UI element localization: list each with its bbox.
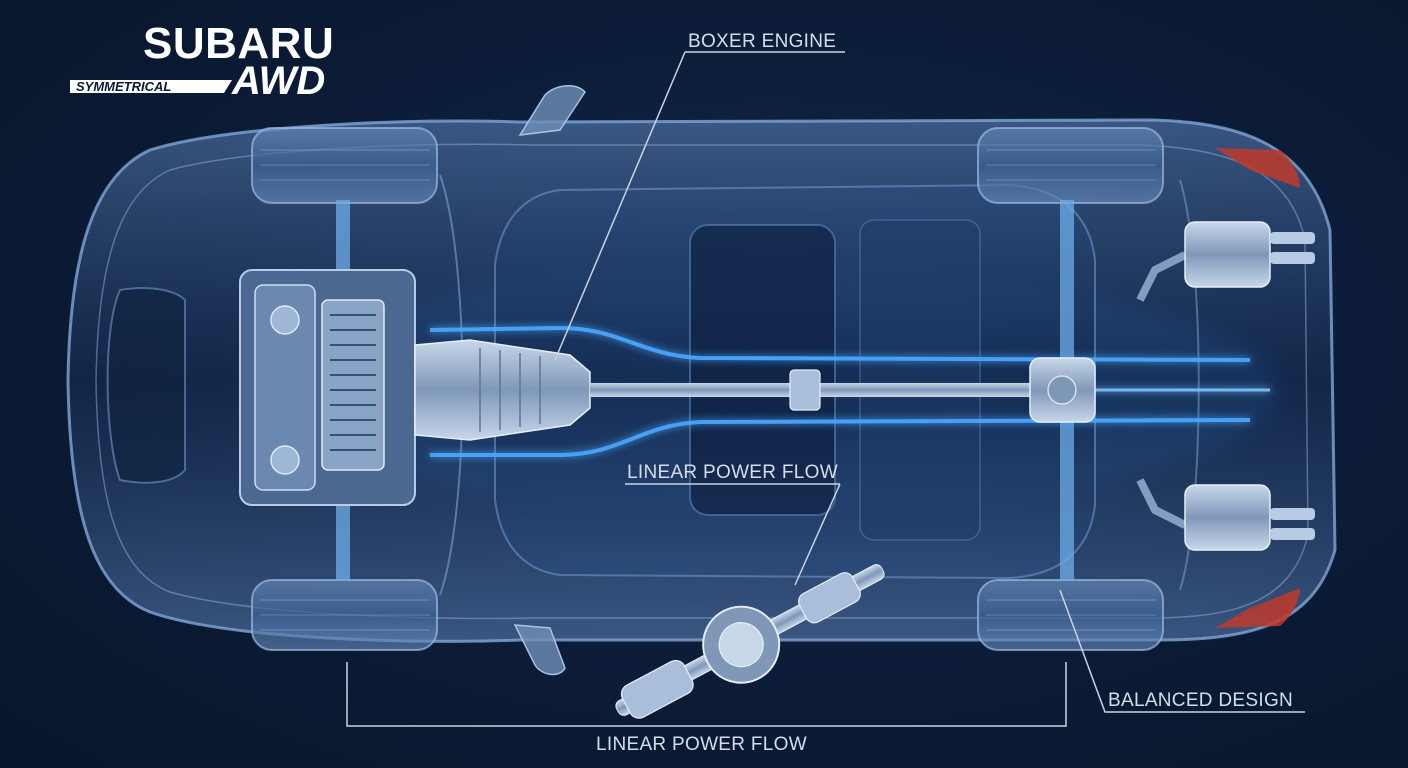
exhaust (1136, 221, 1315, 551)
transmission (414, 339, 591, 441)
boxer-engine-leader (554, 51, 686, 361)
tail-light-top (1215, 148, 1300, 188)
logo-brand: SUBARU (143, 19, 334, 68)
center-coupling (789, 369, 821, 411)
logo-tag-large: AWD (231, 59, 325, 103)
label-linear-power-flow-bottom: LINEAR POWER FLOW (596, 734, 807, 755)
balanced-design-leader (1059, 589, 1305, 713)
wheels (251, 127, 1164, 651)
logo-tag-bar (70, 80, 232, 93)
subaru-logo: SUBARU SYMMETRICAL AWD (70, 19, 334, 103)
mirror-top (518, 85, 586, 136)
callout-lines (346, 51, 1305, 727)
tail-light-bottom (1215, 588, 1300, 628)
drive-shaft (590, 369, 1040, 411)
label-balanced-design: BALANCED DESIGN (1108, 690, 1293, 711)
rear-differential (1029, 357, 1096, 423)
label-linear-power-flow-center: LINEAR POWER FLOW (627, 462, 838, 483)
muffler-bottom (1184, 484, 1271, 551)
driveshaft-detail (615, 564, 885, 719)
muffler-top (1184, 221, 1271, 288)
logo-tag-small: SYMMETRICAL (76, 79, 171, 94)
mirror-bottom (513, 624, 566, 676)
linear-flow-center-leader (794, 483, 841, 586)
linear-flow-bottom-bracket (346, 662, 1067, 727)
boxer-engine (239, 269, 416, 506)
label-boxer-engine: BOXER ENGINE (688, 31, 836, 52)
